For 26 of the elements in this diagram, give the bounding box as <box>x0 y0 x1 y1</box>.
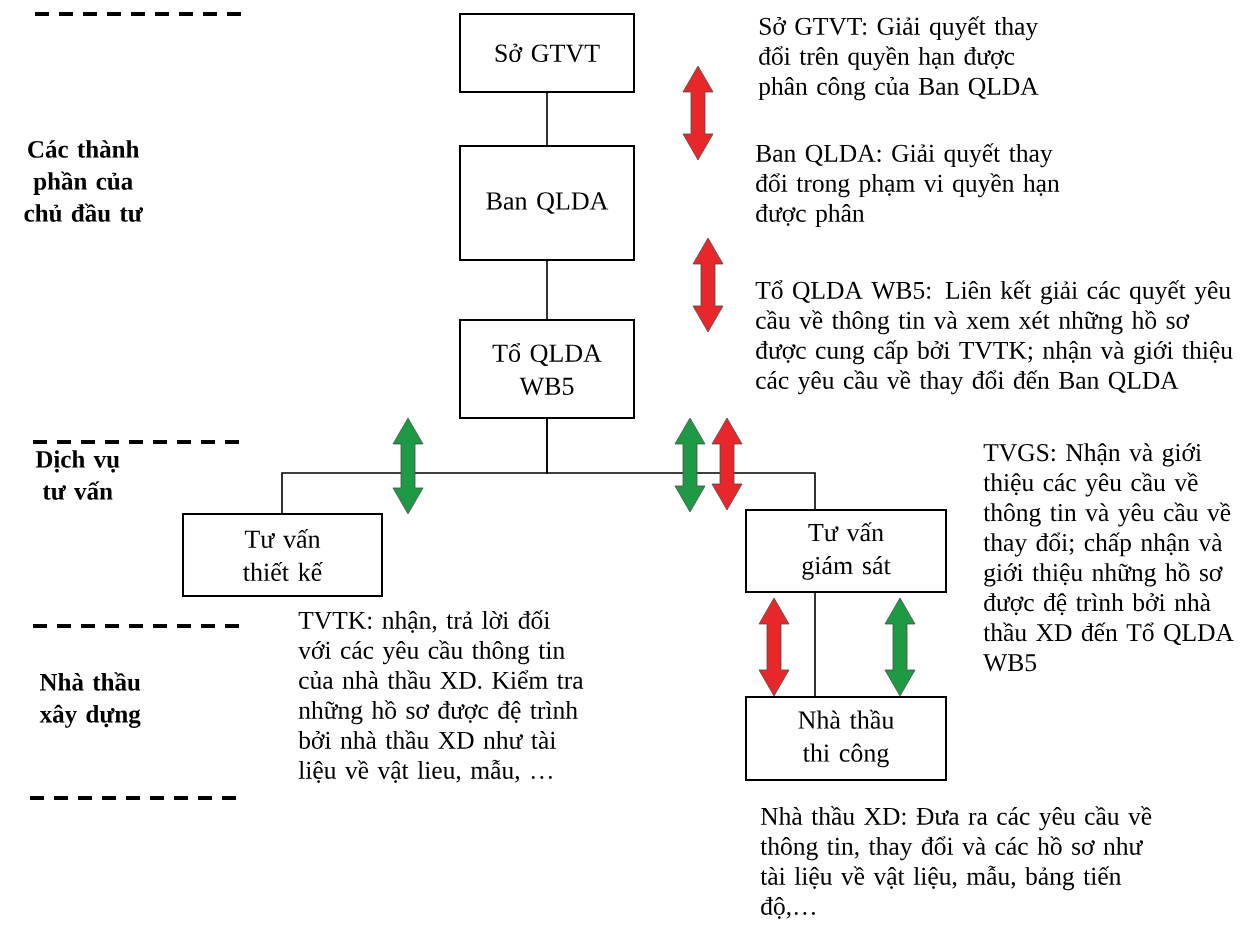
block-arrow <box>884 597 916 697</box>
section-heading: Nhà thầu xây dựng <box>39 672 141 728</box>
block-arrow <box>674 417 706 513</box>
note-text: Tổ QLDA WB5: Liên kết giải các quyết yêu cầu về thông tin và xem xét những hồ sơ được cung cấp bởi TVTK; nhận và giới thiệu các yêu cầu về thay đổi đến Ban QLDA <box>755 280 1233 395</box>
org-box: Tư vấn giám sát <box>745 509 947 593</box>
block-arrow <box>711 417 743 511</box>
connector-line <box>546 92 548 146</box>
connector-line <box>546 418 816 510</box>
org-box: Tư vấn thiết kế <box>182 513 383 597</box>
note-text: Sở GTVT: Giải quyết thay đổi trên quyền hạn được phân công của Ban QLDA <box>758 16 1039 101</box>
note-text: Nhà thầu XD: Đưa ra các yêu cầu về thông tin, thay đổi và các hồ sơ như tài liệu về vật liệu, mẫu, bảng tiến độ,… <box>760 806 1152 919</box>
org-box: Nhà thầu thi công <box>745 696 947 781</box>
note-text: TVGS: Nhận và giới thiệu các yêu cầu về thông tin và yêu cầu về thay đổi; chấp nhận và giới thiệu những hồ sơ được đệ trình bởi nhà thầu XD đến Tổ QLDA WB5 <box>983 443 1234 672</box>
connector-line <box>814 592 816 697</box>
note-text: TVTK: nhận, trả lời đối với các yêu cầu thông tin của nhà thầu XD. Kiểm tra những hồ sơ được đệ trình bởi nhà thầu XD như tài liệu về vật lieu, mẫu, … <box>298 610 584 783</box>
block-arrow <box>758 597 790 697</box>
block-arrow <box>682 65 714 161</box>
org-box: Ban QLDA <box>459 145 635 261</box>
block-arrow <box>692 237 724 333</box>
note-text: Ban QLDA: Giải quyết thay đổi trong phạm vi quyền hạn được phân <box>755 143 1060 228</box>
org-box: Tổ QLDA WB5 <box>459 319 635 419</box>
org-box: Sở GTVT <box>459 13 635 93</box>
section-heading: Các thành phần của chủ đầu tư <box>24 140 143 222</box>
section-heading: Dịch vụ tư vấn <box>35 450 120 500</box>
connector-line <box>546 260 548 320</box>
block-arrow <box>392 417 424 515</box>
